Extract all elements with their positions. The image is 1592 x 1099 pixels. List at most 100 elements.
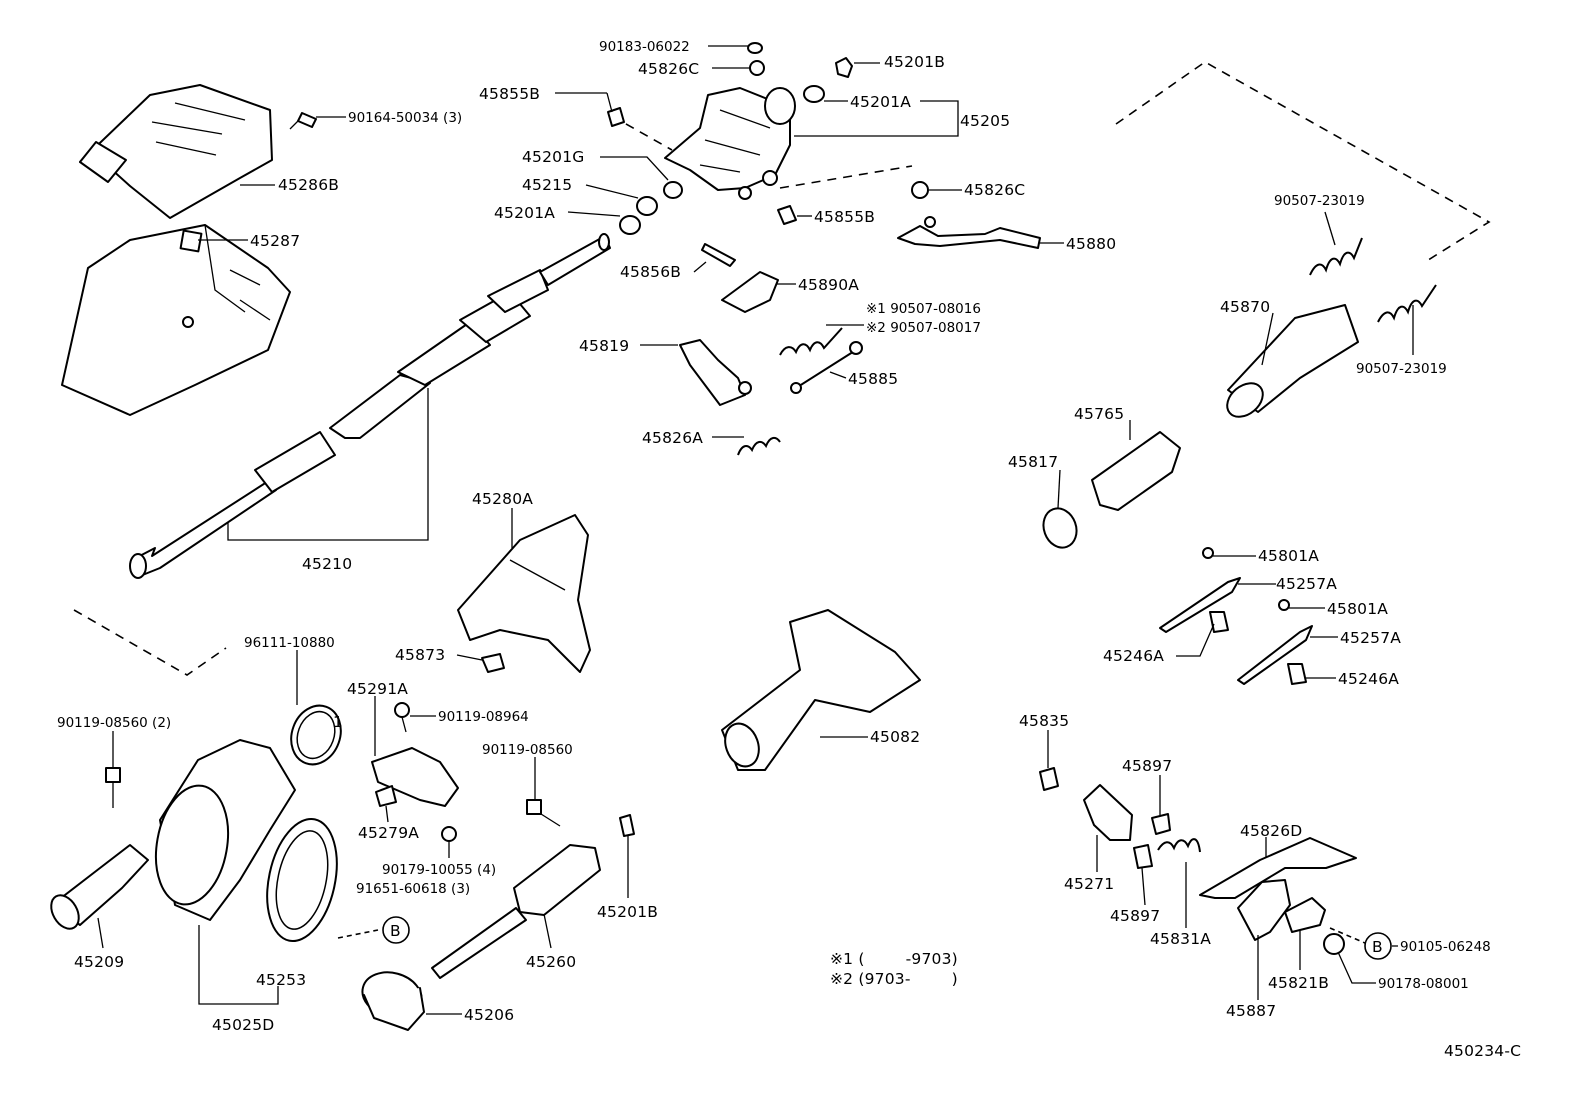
bolt-45855B-mid <box>777 205 797 225</box>
label-45890A: 45890A <box>798 276 859 294</box>
label-90178-08001: 90178-08001 <box>1378 976 1469 992</box>
label-45253: 45253 <box>256 971 306 989</box>
label-45246A-a: 45246A <box>1103 647 1164 665</box>
bracket-dash-right <box>779 165 913 189</box>
clip-45801A-b <box>1278 599 1290 611</box>
lever-rod-45880 <box>897 216 1041 249</box>
label-45880: 45880 <box>1066 235 1116 253</box>
bracket-45210 <box>227 388 429 541</box>
cap-45835 <box>1039 767 1059 791</box>
rod-45257A-b <box>1237 625 1313 685</box>
spring-90507-08016 <box>779 327 843 356</box>
label-45201A-mid: 45201A <box>494 204 555 222</box>
label-45260: 45260 <box>526 953 576 971</box>
label-45286B: 45286B <box>278 176 339 194</box>
upper-cover-45286B <box>79 84 273 219</box>
label-45835: 45835 <box>1019 712 1069 730</box>
label-45210: 45210 <box>302 555 352 573</box>
label-45257A-a: 45257A <box>1276 575 1337 593</box>
label-45271: 45271 <box>1064 875 1114 893</box>
bushing-45201G <box>663 181 683 199</box>
label-45855B-mid: 45855B <box>814 208 875 226</box>
label-45826C-mid: 45826C <box>964 181 1025 199</box>
u-joint-45209 <box>50 844 149 930</box>
bracket-45765 <box>1091 431 1181 511</box>
spring-45826A <box>737 436 781 456</box>
bolt-45855B-top <box>607 107 625 127</box>
label-45855B-top: 45855B <box>479 85 540 103</box>
nut-90183-06022 <box>747 42 763 54</box>
label-45025D: 45025D <box>212 1016 274 1034</box>
label-45765: 45765 <box>1074 405 1124 423</box>
callout-b-left-label: B <box>390 922 401 940</box>
dust-cover-45025D <box>154 739 296 921</box>
label-45201A-top: 45201A <box>850 93 911 111</box>
label-90507-08016: ※1 90507-08016 <box>866 301 981 317</box>
assembly-outline-left <box>73 609 227 676</box>
bracket-45887 <box>1237 879 1291 941</box>
label-91651-60618: 91651-60618 (3) <box>356 881 470 897</box>
column-housing-45082 <box>721 609 921 771</box>
callout-b-right: B <box>1329 927 1392 960</box>
bracket-45821B <box>1284 897 1326 933</box>
label-45291A: 45291A <box>347 680 408 698</box>
screw-90164-50034 <box>289 112 317 130</box>
intermediate-shaft-45260 <box>431 844 601 979</box>
label-45279A: 45279A <box>358 824 419 842</box>
plate-45890A <box>721 271 779 313</box>
callout-b-left: B <box>337 916 410 944</box>
label-45801A-a: 45801A <box>1258 547 1319 565</box>
label-45870: 45870 <box>1220 298 1270 316</box>
label-45082: 45082 <box>870 728 920 746</box>
spring-90507-23019-a <box>1309 237 1363 276</box>
label-90183-06022: 90183-06022 <box>599 39 690 55</box>
part-labels: 90183-06022 45826C 45201B 45855B 45201A … <box>57 39 1491 1034</box>
label-90119-08560-2: 90119-08560 (2) <box>57 715 171 731</box>
boot-45206 <box>361 971 425 1031</box>
bolt-90119-08560 <box>526 799 561 827</box>
label-45201B-low: 45201B <box>597 903 658 921</box>
bushing-45201A-top <box>803 85 825 103</box>
spring-45831A <box>1157 838 1201 853</box>
clip-45246A-a <box>1209 611 1229 633</box>
label-45856B: 45856B <box>620 263 681 281</box>
plunger-45897-a <box>1151 813 1171 835</box>
washer-45215 <box>636 196 658 216</box>
label-45257A-b: 45257A <box>1340 629 1401 647</box>
label-45205: 45205 <box>960 112 1010 130</box>
rod-45257A-a <box>1159 577 1241 633</box>
callout-b-right-label: B <box>1372 938 1383 956</box>
lower-cover-45287 <box>61 224 291 416</box>
label-45821B: 45821B <box>1268 974 1329 992</box>
label-45826C-top: 45826C <box>638 60 699 78</box>
lever-bracket-45205 <box>664 87 796 200</box>
bolt-90119-08964 <box>394 702 410 733</box>
label-45873: 45873 <box>395 646 445 664</box>
gasket-45253 <box>266 817 338 943</box>
label-45206: 45206 <box>464 1006 514 1024</box>
label-45246A-b: 45246A <box>1338 670 1399 688</box>
label-45287: 45287 <box>250 232 300 250</box>
label-45801A-b: 45801A <box>1327 600 1388 618</box>
bolt-45873 <box>481 653 505 673</box>
shaft-top-dash <box>611 115 673 151</box>
note-1: ※1 ( -9703) <box>830 950 958 968</box>
bracket-45025D <box>198 925 279 1005</box>
clip-45201B-low <box>619 814 635 837</box>
label-45826A: 45826A <box>642 429 703 447</box>
lever-45870 <box>1226 304 1359 418</box>
clip-45246A-b <box>1287 663 1307 685</box>
label-45817: 45817 <box>1008 453 1058 471</box>
label-45885: 45885 <box>848 370 898 388</box>
label-callout-1: 1 <box>333 713 343 731</box>
label-45897-b: 45897 <box>1110 907 1160 925</box>
rod-45885 <box>790 341 863 394</box>
bracket-45291A <box>371 747 459 807</box>
pin-45856B <box>701 243 736 267</box>
label-45201G: 45201G <box>522 148 585 166</box>
label-45887: 45887 <box>1226 1002 1276 1020</box>
label-90507-23019-b: 90507-23019 <box>1356 361 1447 377</box>
nut-90179-10055 <box>441 826 457 842</box>
leader-lines <box>97 45 1414 1015</box>
spring-90507-23019-b <box>1377 284 1437 323</box>
